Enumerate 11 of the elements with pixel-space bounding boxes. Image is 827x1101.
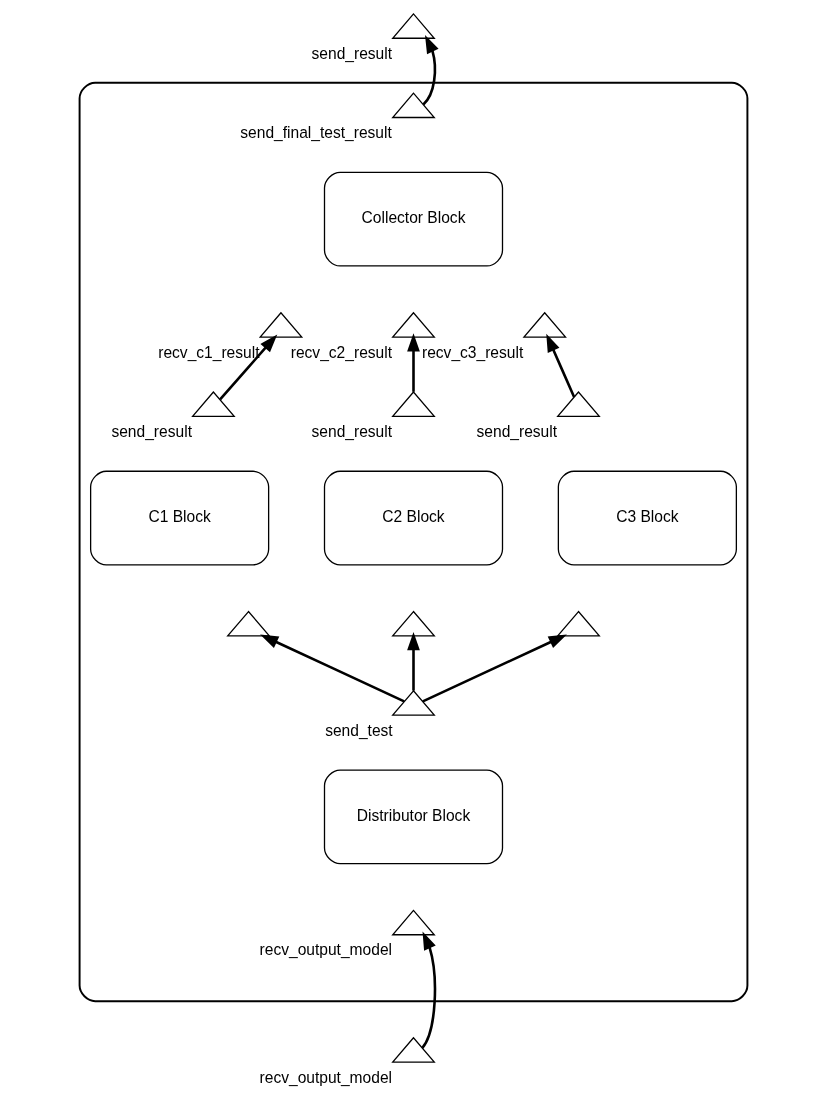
node-label: send_result [476, 422, 558, 440]
node-label: send_final_test_result [240, 124, 392, 142]
node-label: send_result [311, 422, 393, 440]
node-label: recv_output_model [259, 941, 393, 959]
node-label: send_result [311, 44, 393, 62]
node-label: send_test [325, 721, 393, 739]
node-label: send_result [111, 422, 192, 440]
node-label: recv_c1_result [158, 343, 260, 361]
node-label: recv_c3_result [421, 343, 524, 361]
node-label: recv_output_model [259, 1068, 393, 1086]
node-label: recv_c2_result [290, 343, 393, 361]
